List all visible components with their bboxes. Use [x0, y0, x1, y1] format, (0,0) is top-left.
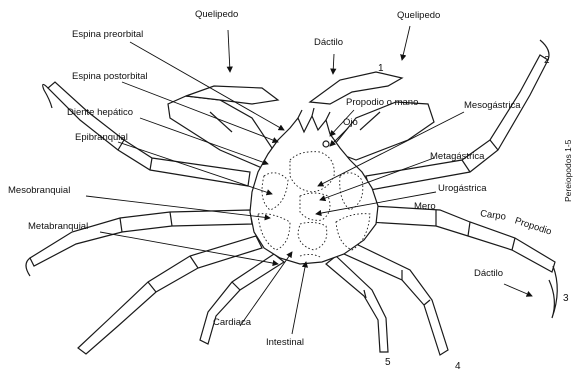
mesogastrica-label: Mesogástrica [464, 101, 521, 111]
urogastrica-label: Urogástrica [438, 184, 487, 194]
pereiopodos-label: Pereiopodos 1-5 [563, 140, 573, 202]
leg-number-5: 5 [385, 358, 391, 368]
right-leg-5 [326, 256, 388, 352]
epibranquial-label: Epibranquial [75, 133, 128, 143]
left-leg-2 [26, 210, 252, 276]
diente-hepatico-label: Diente hepático [67, 108, 133, 118]
leg-number-3: 3 [563, 294, 569, 304]
leg-number-2: 2 [544, 56, 550, 66]
propodio-o-mano-label: Propodio o mano [346, 98, 418, 108]
dactilo-top-label: Dáctilo [314, 38, 343, 48]
quelipedo-left-label: Quelipedo [195, 10, 238, 20]
leg-number-1: 1 [378, 64, 384, 74]
espina-postorbital-label: Espina postorbital [72, 72, 148, 82]
left-leg-4 [200, 254, 284, 344]
ojo-label: Ojo [343, 118, 358, 128]
intestinal-label: Intestinal [266, 338, 304, 348]
right-leg-4 [344, 242, 448, 355]
mesobranquial-label: Mesobranquial [8, 186, 70, 196]
cardiaca-label: Cardiaca [213, 318, 251, 328]
mero-label: Mero [414, 202, 436, 212]
metagastrica-label: Metagástrica [430, 152, 484, 162]
dactilo-right-label: Dáctilo [474, 269, 503, 279]
quelipedo-right-label: Quelipedo [397, 11, 440, 21]
left-cheliped [168, 86, 278, 168]
espina-preorbital-label: Espina preorbital [72, 30, 143, 40]
leg-number-4: 4 [455, 362, 461, 372]
metabranquial-label: Metabranquial [28, 222, 88, 232]
